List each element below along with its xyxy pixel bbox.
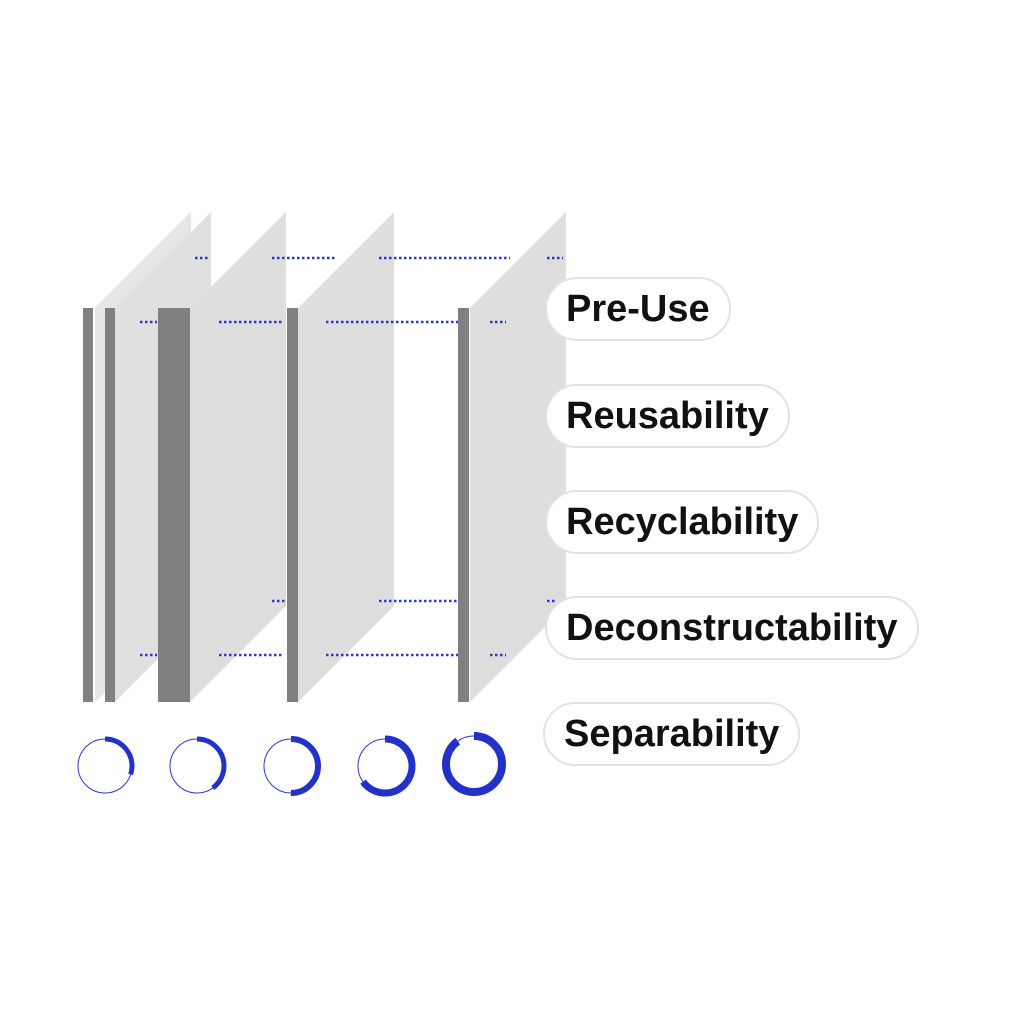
- ring-progress: [75, 736, 135, 796]
- progress-ring-icon: [354, 735, 416, 797]
- label-deconstructability: Deconstructability: [545, 596, 919, 660]
- label-separability: Separability: [543, 702, 801, 766]
- progress-ring-icon: [261, 736, 321, 796]
- material-layers: [83, 212, 566, 702]
- layer-edge: [287, 308, 298, 702]
- layer-panel: [470, 212, 566, 702]
- label-reusability: Reusability: [545, 384, 790, 448]
- ring-progress: [167, 736, 227, 796]
- layer-edge: [83, 308, 93, 702]
- dotted-connectors: [140, 256, 563, 657]
- ring-progress: [354, 735, 416, 797]
- layer-panel: [298, 212, 394, 702]
- progress-ring-icon: [442, 732, 506, 796]
- ring-progress: [261, 736, 321, 796]
- progress-ring-icon: [75, 736, 135, 796]
- ring-progress: [442, 732, 506, 796]
- layer-edge: [105, 308, 115, 702]
- progress-ring-icon: [167, 736, 227, 796]
- progress-rings: [75, 732, 506, 797]
- layer-edge: [458, 308, 469, 702]
- label-pre-use: Pre-Use: [545, 277, 731, 341]
- layer-panel: [190, 212, 286, 702]
- layer-edge: [158, 308, 190, 702]
- label-recyclability: Recyclability: [545, 490, 820, 554]
